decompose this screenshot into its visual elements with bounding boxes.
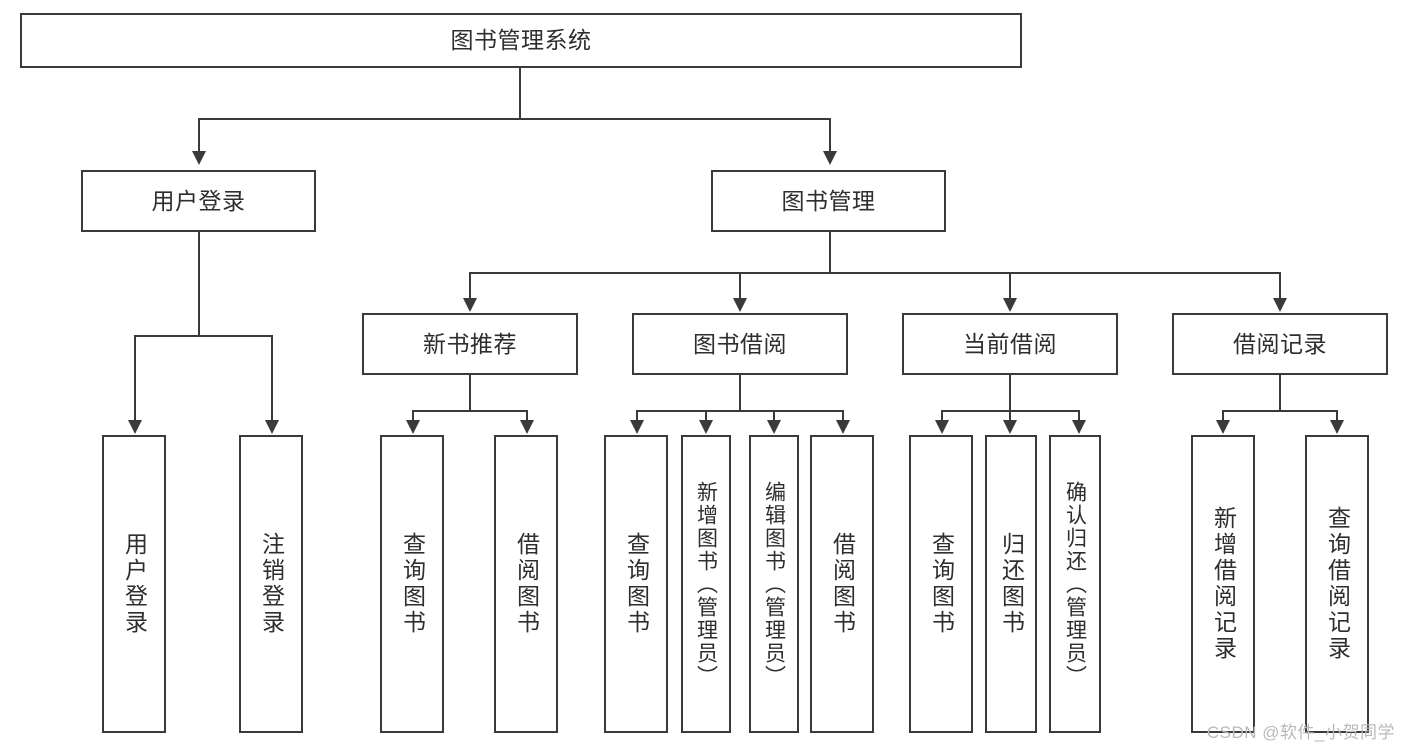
leaf-book-borrow-query[interactable]: 查询图书 [604, 435, 668, 733]
arrowhead-current-borrow-to-leaf-2 [1003, 420, 1017, 434]
node-label: 借阅图书 [829, 532, 856, 636]
connector-new-book-stem [469, 375, 471, 410]
connector-book-borrow-stem [739, 375, 741, 410]
connector-book-borrow-bar [636, 410, 842, 412]
node-label: 查询图书 [623, 532, 650, 636]
connector-book-manage-stem [829, 232, 831, 272]
leaf-borrow-record-add[interactable]: 新增借阅记录 [1191, 435, 1255, 733]
node-label: 新增图书（管理员） [694, 480, 718, 688]
node-user-login[interactable]: 用户登录 [81, 170, 316, 232]
arrowhead-book-manage-to-record [1273, 298, 1287, 312]
connector-book-manage-to-current [1009, 272, 1011, 299]
arrowhead-user-login-to-leaf-1 [128, 420, 142, 434]
node-label: 当前借阅 [963, 330, 1057, 357]
leaf-current-borrow-query[interactable]: 查询图书 [909, 435, 973, 733]
connector-book-manage-to-record [1279, 272, 1281, 299]
arrowhead-book-borrow-to-leaf-4 [836, 420, 850, 434]
leaf-book-borrow-borrow[interactable]: 借阅图书 [810, 435, 874, 733]
leaf-borrow-record-query[interactable]: 查询借阅记录 [1305, 435, 1369, 733]
node-label: 编辑图书（管理员） [762, 480, 786, 688]
connector-user-login-to-leaf-1 [134, 335, 136, 421]
node-label: 确认归还（管理员） [1063, 480, 1087, 688]
node-label: 查询图书 [399, 532, 426, 636]
arrowhead-root-to-book-manage [823, 151, 837, 165]
node-label: 用户登录 [121, 532, 148, 636]
arrowhead-book-borrow-to-leaf-3 [767, 420, 781, 434]
node-label: 图书管理 [781, 187, 876, 214]
arrowhead-book-manage-to-current [1003, 298, 1017, 312]
leaf-book-borrow-edit[interactable]: 编辑图书（管理员） [749, 435, 799, 733]
arrowhead-user-login-to-leaf-2 [265, 420, 279, 434]
leaf-current-borrow-confirm-return[interactable]: 确认归还（管理员） [1049, 435, 1101, 733]
arrowhead-borrow-record-to-leaf-1 [1216, 420, 1230, 434]
node-label: 归还图书 [998, 532, 1025, 636]
connector-book-manage-to-borrow [739, 272, 741, 299]
connector-borrow-record-stem [1279, 375, 1281, 410]
arrowhead-book-manage-to-borrow [733, 298, 747, 312]
node-label: 借阅图书 [513, 532, 540, 636]
arrowhead-current-borrow-to-leaf-1 [935, 420, 949, 434]
node-new-book-recommend[interactable]: 新书推荐 [362, 313, 578, 375]
connector-book-manage-to-new-book [469, 272, 471, 299]
connector-user-login-bar [134, 335, 271, 337]
connector-book-borrow-to-leaf-4 [842, 410, 844, 421]
connector-book-borrow-to-leaf-3 [773, 410, 775, 421]
node-label: 查询借阅记录 [1324, 506, 1351, 662]
arrowhead-book-borrow-to-leaf-2 [699, 420, 713, 434]
connector-current-borrow-to-leaf-2 [1009, 410, 1011, 421]
node-label: 用户登录 [151, 187, 246, 214]
node-label: 新书推荐 [423, 330, 517, 357]
arrowhead-borrow-record-to-leaf-2 [1330, 420, 1344, 434]
connector-book-manage-bar [469, 272, 1281, 274]
leaf-user-login-logout[interactable]: 注销登录 [239, 435, 303, 733]
node-root-system[interactable]: 图书管理系统 [20, 13, 1022, 68]
connector-borrow-record-to-leaf-2 [1336, 410, 1338, 421]
connector-current-borrow-stem [1009, 375, 1011, 410]
arrowhead-current-borrow-to-leaf-3 [1072, 420, 1086, 434]
leaf-new-book-query[interactable]: 查询图书 [380, 435, 444, 733]
leaf-current-borrow-return[interactable]: 归还图书 [985, 435, 1037, 733]
connector-book-borrow-to-leaf-1 [636, 410, 638, 421]
connector-new-book-bar [412, 410, 526, 412]
node-book-manage[interactable]: 图书管理 [711, 170, 946, 232]
node-label: 注销登录 [258, 532, 285, 636]
leaf-book-borrow-add[interactable]: 新增图书（管理员） [681, 435, 731, 733]
leaf-new-book-borrow[interactable]: 借阅图书 [494, 435, 558, 733]
connector-root-stem [519, 68, 521, 118]
arrowhead-new-book-to-leaf-1 [406, 420, 420, 434]
connector-new-book-to-leaf-2 [526, 410, 528, 421]
connector-current-borrow-to-leaf-3 [1078, 410, 1080, 421]
connector-root-bar [198, 118, 830, 120]
node-borrow-record[interactable]: 借阅记录 [1172, 313, 1388, 375]
connector-root-to-book-manage [829, 118, 831, 152]
node-label: 图书借阅 [693, 330, 787, 357]
connector-root-to-user-login [198, 118, 200, 152]
node-current-borrow[interactable]: 当前借阅 [902, 313, 1118, 375]
connector-new-book-to-leaf-1 [412, 410, 414, 421]
node-label: 图书管理系统 [450, 27, 592, 54]
arrowhead-new-book-to-leaf-2 [520, 420, 534, 434]
watermark-text: CSDN @软件_小贺同学 [1206, 723, 1395, 742]
node-label: 查询图书 [928, 532, 955, 636]
arrowhead-book-manage-to-new-book [463, 298, 477, 312]
connector-user-login-to-leaf-2 [271, 335, 273, 421]
node-book-borrow[interactable]: 图书借阅 [632, 313, 848, 375]
arrowhead-root-to-user-login [192, 151, 206, 165]
connector-user-login-stem [198, 232, 200, 335]
node-label: 借阅记录 [1233, 330, 1327, 357]
arrowhead-book-borrow-to-leaf-1 [630, 420, 644, 434]
connector-book-borrow-to-leaf-2 [705, 410, 707, 421]
connector-current-borrow-to-leaf-1 [941, 410, 943, 421]
node-label: 新增借阅记录 [1210, 506, 1237, 662]
leaf-user-login-login[interactable]: 用户登录 [102, 435, 166, 733]
connector-borrow-record-bar [1222, 410, 1336, 412]
connector-borrow-record-to-leaf-1 [1222, 410, 1224, 421]
